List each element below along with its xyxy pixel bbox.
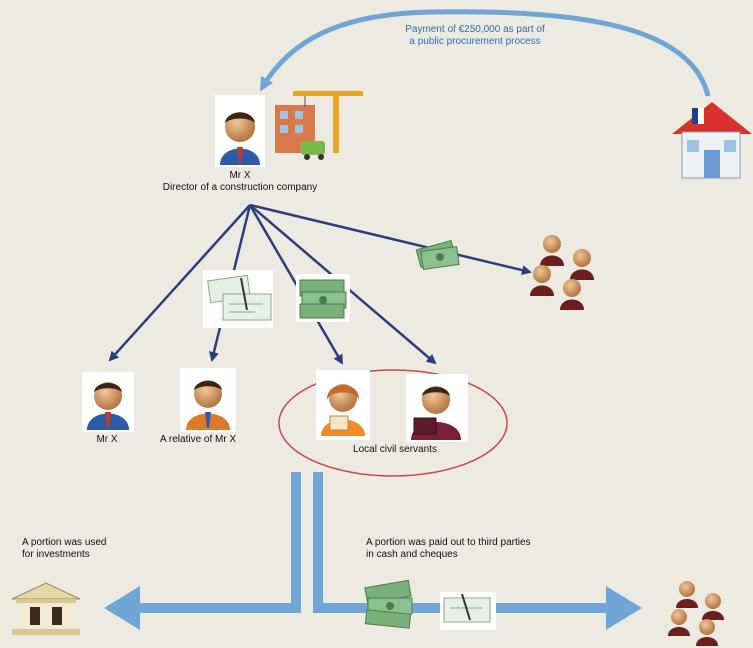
investments-label: A portion was used for investments — [22, 537, 107, 561]
payment-label: Payment of €250,000 as part of a public … — [380, 24, 570, 48]
money-bundle-icon — [296, 274, 350, 322]
civil-servants-label: Local civil servants — [353, 444, 437, 455]
payment-label-line2: a public procurement process — [409, 36, 541, 47]
money-bundle-icon — [415, 240, 460, 270]
construction-crane-icon — [275, 91, 363, 160]
recipient-mr-x-icon — [82, 372, 134, 432]
recipient-mr-x-label: Mr X — [96, 434, 118, 445]
payment-label-line1: Payment of €250,000 as part of — [405, 24, 545, 35]
third-parties-label-line1: A portion was paid out to third parties — [366, 537, 531, 548]
outflow-arrows — [104, 472, 642, 630]
bank-icon — [11, 582, 81, 635]
recipient-relative-icon — [180, 368, 236, 432]
investments-label-line1: A portion was used — [22, 537, 107, 548]
cheque-icon — [203, 270, 273, 328]
people-group-icon — [668, 581, 724, 646]
director-businessman-icon — [215, 95, 265, 167]
civil-servant-woman-icon — [316, 370, 370, 440]
people-group-icon — [530, 235, 594, 310]
civil-servants-highlight — [278, 369, 508, 477]
director-label: Mr X Director of a construction company — [130, 170, 350, 194]
payment-arrow — [259, 9, 711, 97]
investments-label-line2: for investments — [22, 549, 90, 560]
house-icon — [672, 102, 752, 179]
civil-servant-man-icon — [406, 374, 468, 442]
third-parties-label-line2: in cash and cheques — [366, 549, 458, 560]
recipient-relative-label: A relative of Mr X — [160, 434, 237, 445]
money-bundle-icon — [364, 579, 413, 629]
director-name: Mr X — [229, 170, 251, 181]
director-role: Director of a construction company — [162, 182, 318, 193]
cheque-icon — [440, 592, 496, 630]
third-parties-label: A portion was paid out to third parties … — [366, 537, 531, 561]
